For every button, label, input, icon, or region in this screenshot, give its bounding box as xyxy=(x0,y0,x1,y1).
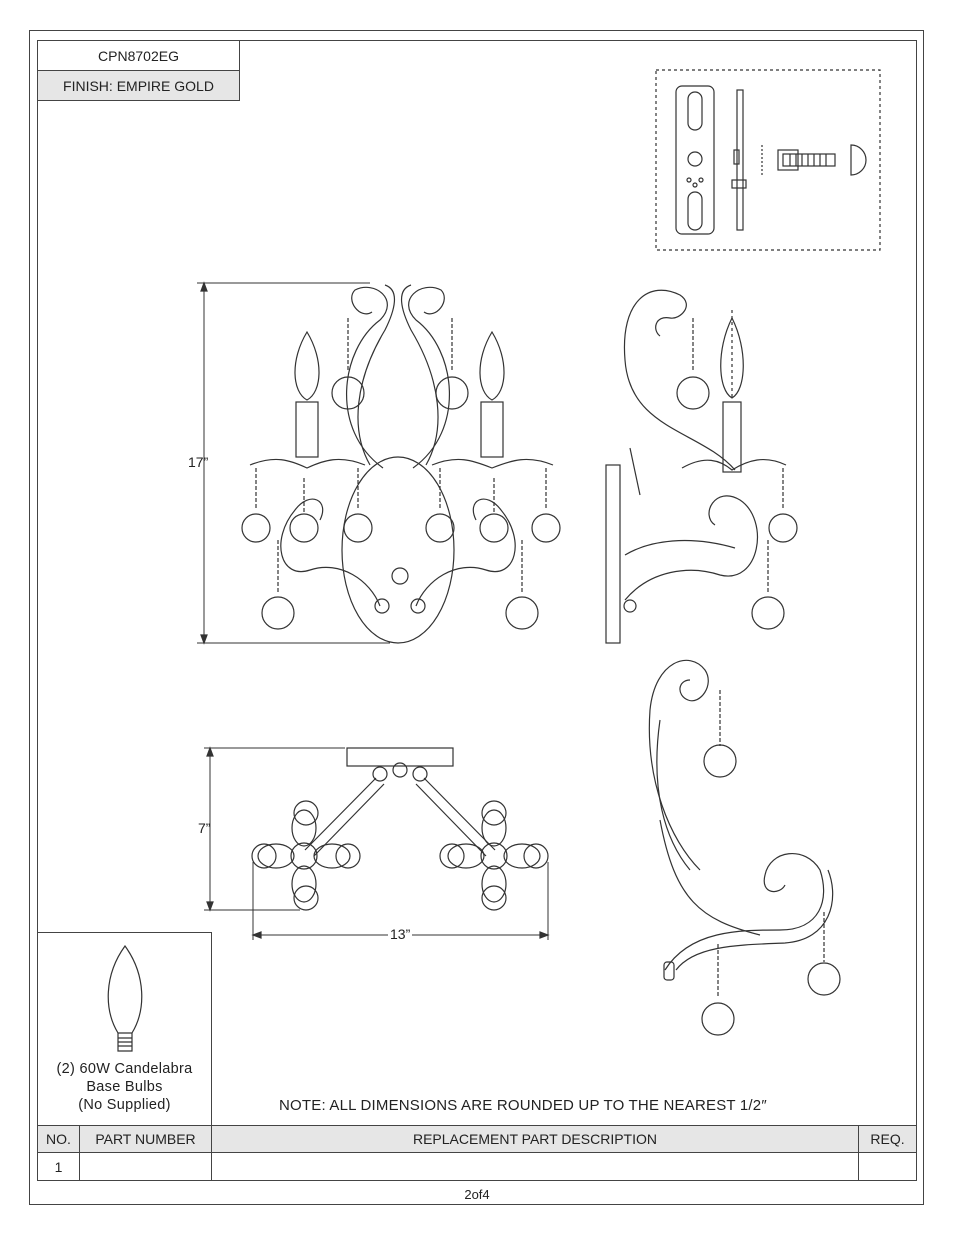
table-row-no: 1 xyxy=(37,1152,80,1181)
finish-label: FINISH: EMPIRE GOLD xyxy=(37,70,240,101)
depth-dimension-label: 7” xyxy=(198,820,211,836)
page-border-outer xyxy=(29,30,924,1205)
width-dimension-label: 13” xyxy=(388,926,413,942)
bulb-spec-line1: (2) 60W Candelabra xyxy=(56,1061,193,1077)
bulb-spec: (2) 60W Candelabra Base Bulbs (No Suppli… xyxy=(37,1060,212,1114)
page-number: 2of4 xyxy=(464,1187,490,1202)
header-description: REPLACEMENT PART DESCRIPTION xyxy=(211,1125,859,1153)
crystal-strands xyxy=(241,318,561,630)
table-row-description xyxy=(211,1152,859,1181)
header-req: REQ. xyxy=(858,1125,917,1153)
top-view-drawing xyxy=(204,746,550,940)
height-dimension-label: 17” xyxy=(188,454,209,470)
side-view-drawing xyxy=(605,289,798,644)
header-part-number: PART NUMBER xyxy=(79,1125,212,1153)
table-row-part-number xyxy=(79,1152,212,1181)
bulb-spec-line3: (No Supplied) xyxy=(78,1097,171,1113)
candelabra-bulb-icon xyxy=(107,944,143,1052)
left-cup-flower xyxy=(251,800,361,911)
header-no: NO. xyxy=(37,1125,80,1153)
bulb-spec-line2: Base Bulbs xyxy=(86,1079,163,1095)
right-cup-flower xyxy=(439,800,549,911)
arm-detail-drawing xyxy=(648,659,841,1036)
dimensions-note: NOTE: ALL DIMENSIONS ARE ROUNDED UP TO T… xyxy=(279,1097,767,1114)
mounting-hardware-diagram xyxy=(655,69,881,251)
table-row-req xyxy=(858,1152,917,1181)
front-view-drawing xyxy=(197,281,561,645)
